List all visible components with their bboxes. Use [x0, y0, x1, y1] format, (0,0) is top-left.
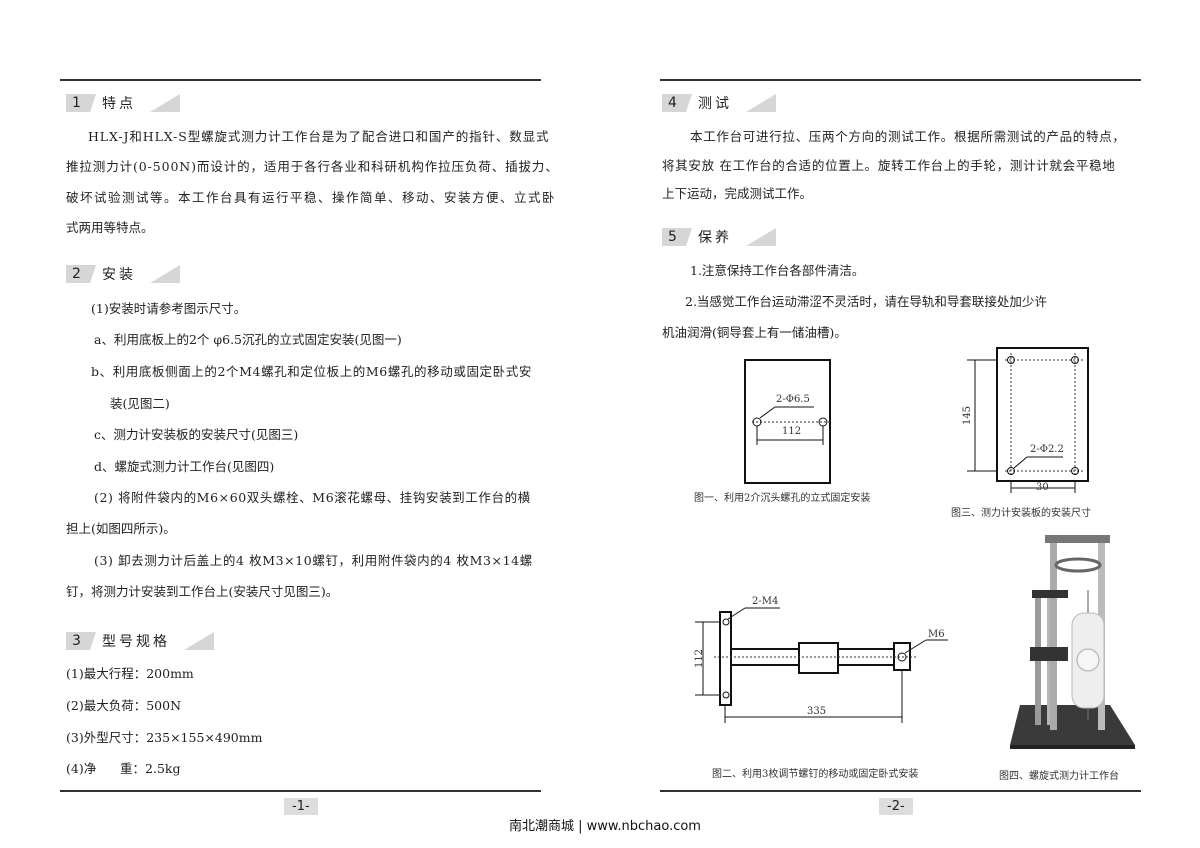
paragraph-line: d、螺旋式测力计工作台(见图四)	[94, 459, 275, 474]
top-rule-right	[660, 79, 1141, 81]
figure-4-workbench-photo	[1010, 535, 1135, 749]
section-number: 5	[662, 228, 692, 246]
section-header-3: 3 型号规格	[66, 632, 214, 650]
header-decoration	[150, 94, 180, 112]
figure-2-drawing	[695, 607, 948, 723]
paragraph-line: 机油润滑(铜导套上有一储油槽)。	[662, 325, 847, 340]
figure-3-hole-label: 2-Φ2.2	[1030, 444, 1064, 455]
paragraph-line: 2.当感觉工作台运动滞涩不灵活时，请在导轨和导套联接处加少许	[685, 294, 1047, 309]
section-title: 安装	[102, 267, 136, 283]
figure-2-hole-label: 2-M4	[752, 596, 779, 607]
figure-2-dimension-horizontal: 335	[807, 706, 827, 717]
paragraph-line: c、测力计安装板的安装尺寸(见图三)	[94, 427, 299, 442]
site-footer: 南北潮商城 | www.nbchao.com	[509, 819, 701, 834]
section-number: 1	[66, 94, 96, 112]
header-decoration	[150, 265, 180, 283]
figure-1-drawing	[744, 359, 832, 484]
paragraph-line: 1.注意保持工作台各部件清洁。	[690, 263, 865, 278]
top-rule-left	[60, 79, 541, 81]
page-number: -2-	[879, 798, 913, 815]
paragraph-line: 装(见图二)	[110, 396, 170, 411]
figure-3-dimension-horizontal: 30	[1036, 482, 1049, 493]
figure-2-dimension-vertical: 112	[694, 648, 706, 669]
paragraph-line: 钉，将测力计安装到工作台上(安装尺寸见图三)。	[66, 584, 339, 599]
section-header-1: 1 特点	[66, 94, 180, 112]
spec-line: (4)净 重：2.5kg	[66, 761, 181, 776]
paragraph-line: 担上(如图四所示)。	[66, 521, 176, 536]
paragraph-line: 将其安放 在工作台的合适的位置上。旋转工作台上的手轮，测计计就会平稳地	[662, 158, 1116, 173]
figure-3-caption: 图三、测力计安装板的安装尺寸	[951, 508, 1091, 519]
section-number: 3	[66, 632, 96, 650]
paragraph-line: 破坏试验测试等。本工作台具有运行平稳、操作简单、移动、安装方便、立式卧	[66, 190, 557, 205]
paragraph-line: 上下运动，完成测试工作。	[662, 186, 813, 201]
section-header-2: 2 安装	[66, 265, 180, 283]
section-title: 保养	[698, 230, 732, 246]
section-number: 2	[66, 265, 96, 283]
figure-2-caption: 图二、利用3枚调节螺钉的移动或固定卧式安装	[712, 769, 919, 780]
section-header-4: 4 测试	[662, 94, 776, 112]
paragraph-line: 本工作台可进行拉、压两个方向的测试工作。根据所需测试的产品的特点，	[690, 129, 1126, 144]
spec-line: (2)最大负荷：500N	[66, 698, 182, 713]
figure-3-drawing	[967, 347, 1089, 493]
figure-4-caption: 图四、螺旋式测力计工作台	[999, 771, 1119, 782]
paragraph-line: 式两用等特点。	[66, 220, 154, 235]
section-title: 特点	[102, 96, 136, 112]
section-title: 型号规格	[102, 634, 170, 650]
paragraph-line: b、利用底板侧面上的2个M4螺孔和定位板上的M6螺孔的移动或固定卧式安	[91, 364, 532, 379]
figure-1-dimension: 112	[782, 426, 802, 437]
header-decoration	[746, 228, 776, 246]
paragraph-line: a、利用底板上的2个 φ6.5沉孔的立式固定安装(见图一)	[94, 332, 402, 347]
page-number: -1-	[284, 798, 318, 815]
paragraph-line: HLX-J和HLX-S型螺旋式测力计工作台是为了配合进口和国产的指针、数显式	[88, 129, 550, 144]
paragraph-line: (3) 卸去测力计后盖上的4 枚M3×10螺钉，利用附件袋内的4 枚M3×14螺	[94, 553, 533, 568]
figure-2-m6-label: M6	[928, 629, 945, 640]
bottom-rule-right	[660, 790, 1141, 792]
section-header-5: 5 保养	[662, 228, 776, 246]
bottom-rule-left	[60, 790, 541, 792]
paragraph-line: (2) 将附件袋内的M6×60双头螺栓、M6滚花螺母、挂钩安装到工作台的横	[94, 490, 531, 505]
figure-1-hole-label: 2-Φ6.5	[776, 394, 810, 405]
figure-1-caption: 图一、利用2介沉头螺孔的立式固定安装	[694, 493, 871, 504]
paragraph-line: 推拉测力计(0-500N)而设计的，适用于各行各业和科研机构作拉压负荷、插拔力、	[66, 159, 559, 174]
header-decoration	[746, 94, 776, 112]
paragraph-line: (1)安装时请参考图示尺寸。	[91, 301, 247, 316]
spec-line: (1)最大行程：200mm	[66, 666, 194, 681]
section-title: 测试	[698, 96, 732, 112]
header-decoration	[184, 632, 214, 650]
figure-3-dimension-vertical: 145	[962, 405, 974, 426]
spec-line: (3)外型尺寸：235×155×490mm	[66, 730, 263, 745]
section-number: 4	[662, 94, 692, 112]
